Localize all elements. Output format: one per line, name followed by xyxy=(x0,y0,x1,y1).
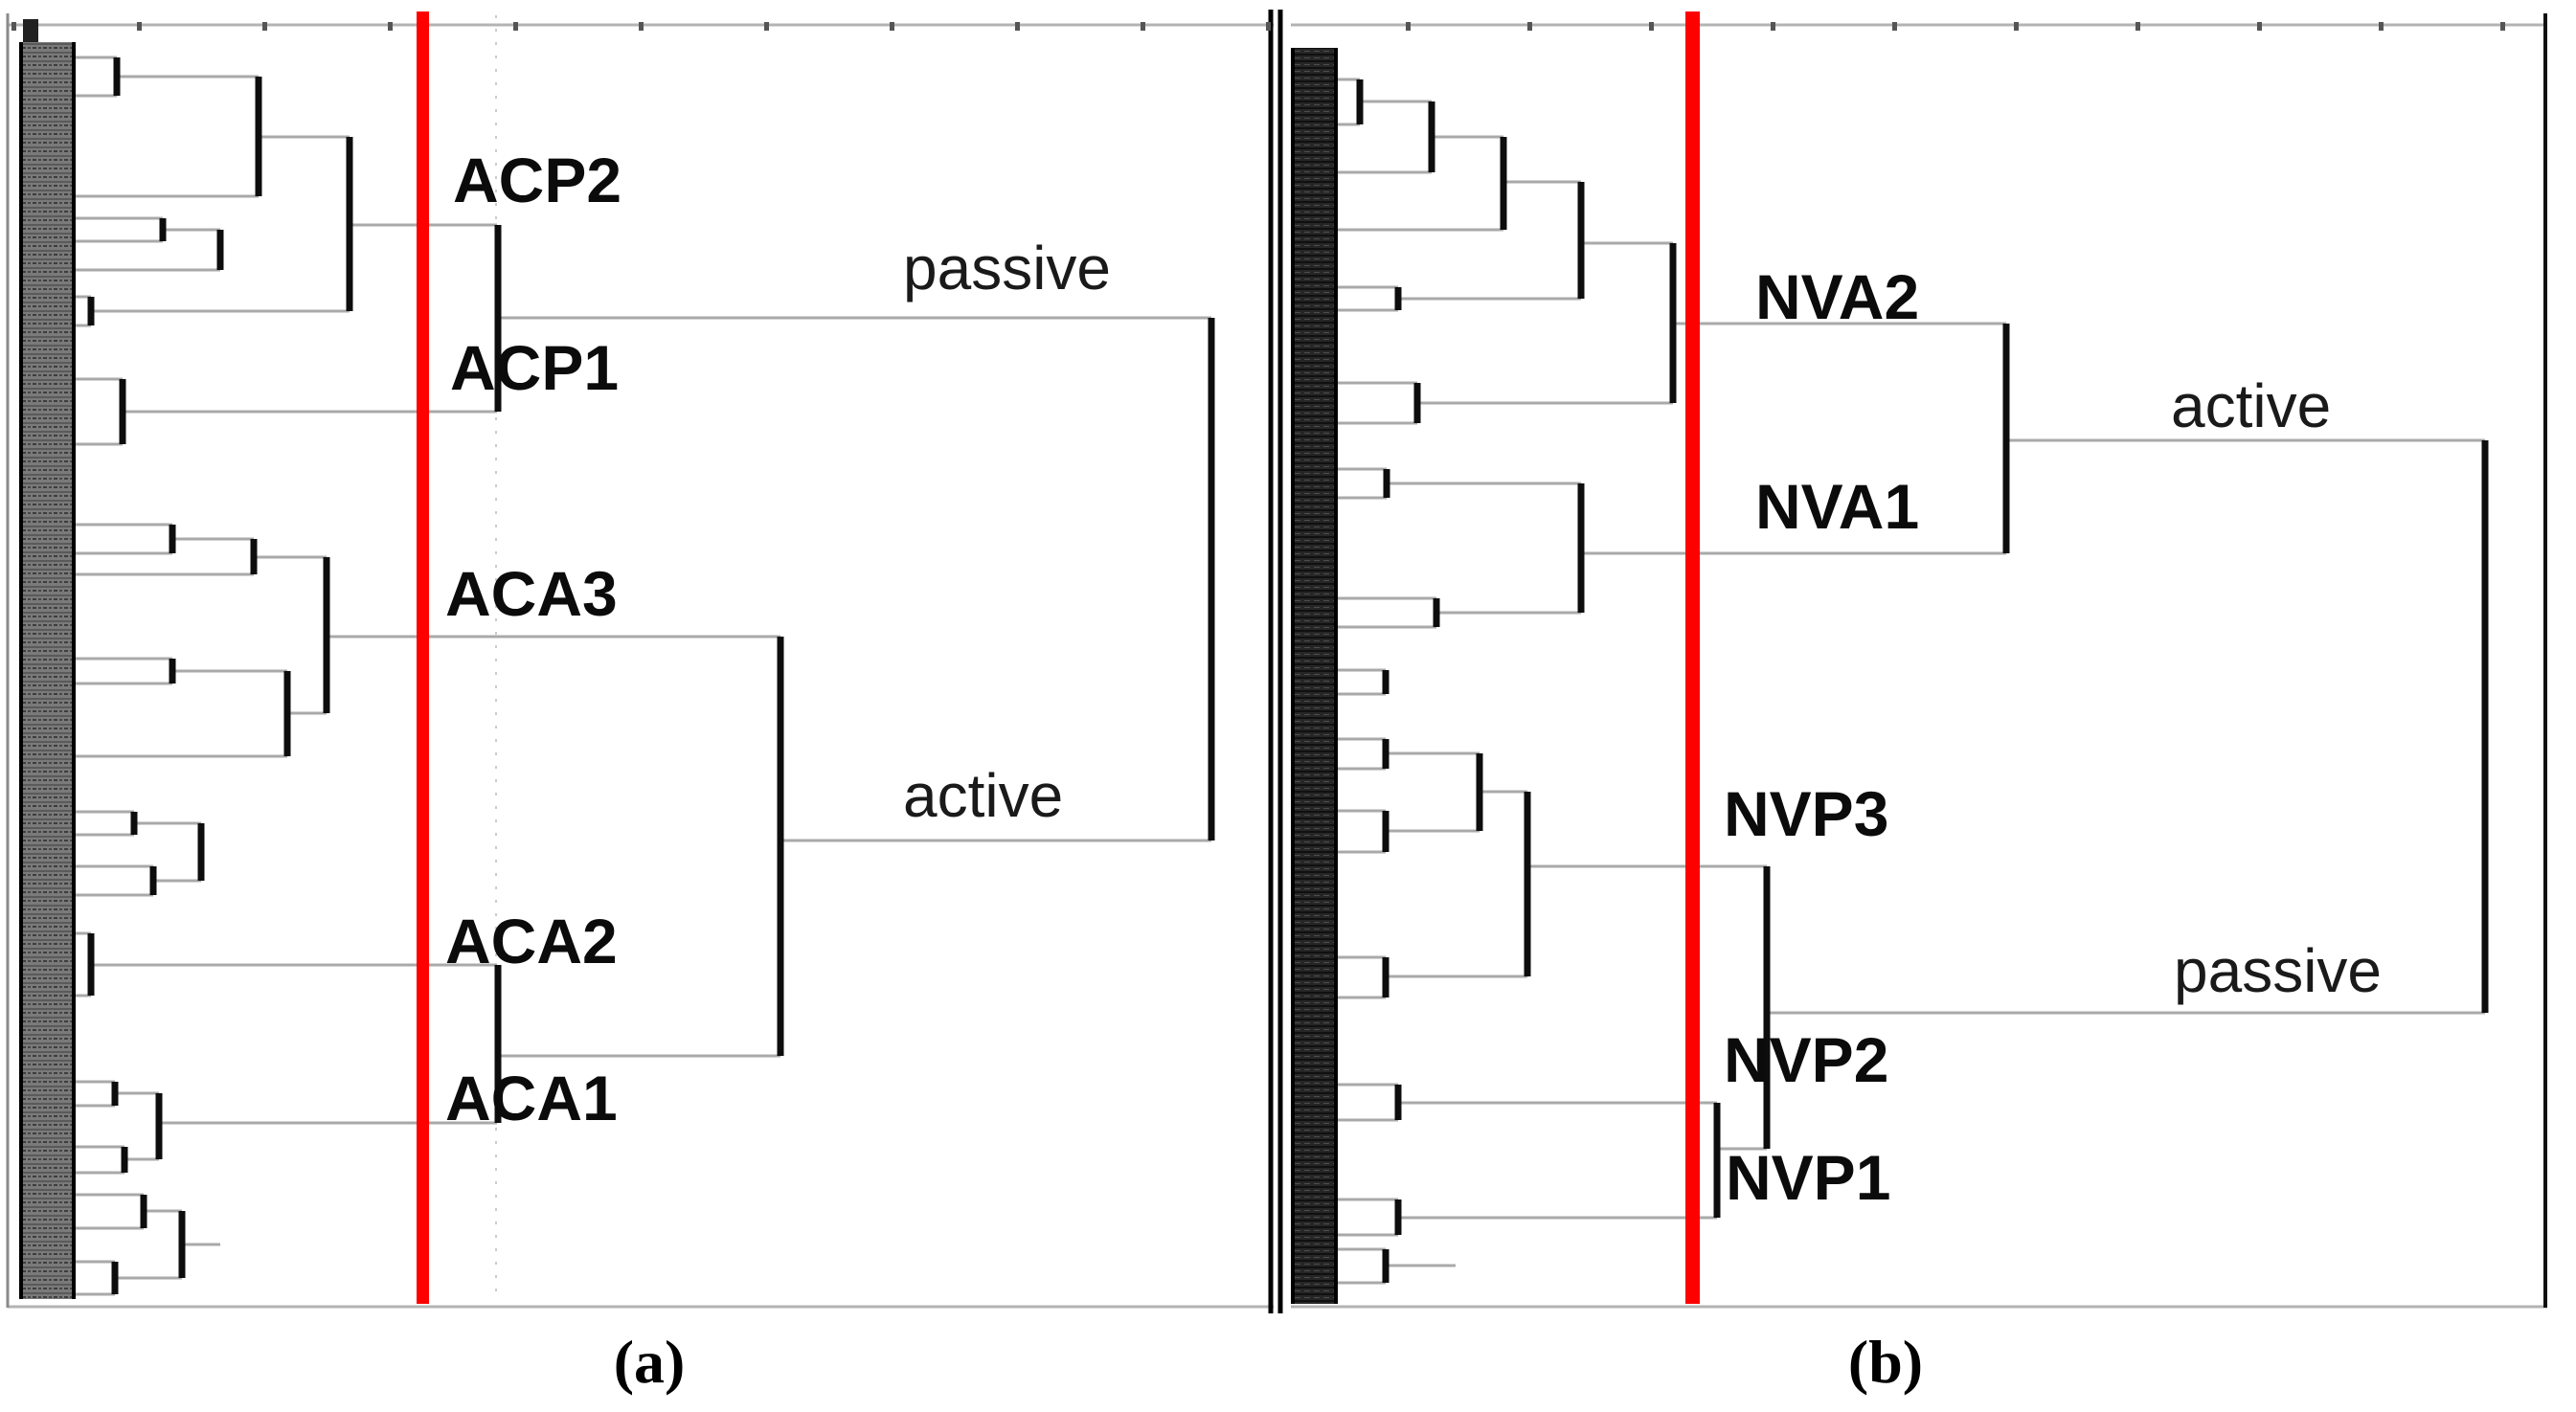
axis-tick xyxy=(639,22,644,31)
leaf-strip-a xyxy=(19,42,76,1299)
cluster-label-nvp1-b: NVP1 xyxy=(1726,1142,1890,1213)
leaf-strip-border xyxy=(19,42,23,1299)
axis-tick xyxy=(890,22,894,31)
axis-tick xyxy=(1649,22,1654,31)
axis-tick xyxy=(388,22,393,31)
cluster-label-nva1-b: NVA1 xyxy=(1755,471,1919,542)
cluster-label-aca1-a: ACA1 xyxy=(445,1063,618,1133)
cut-lines xyxy=(417,11,1700,1304)
group-annotation-active-a: active xyxy=(903,761,1063,830)
axis-tick xyxy=(11,22,16,31)
strip-corner-mark xyxy=(23,19,38,42)
axis-tick xyxy=(1892,22,1897,31)
axis-tick xyxy=(1141,22,1145,31)
plot-frames xyxy=(6,10,2547,1313)
axis-tick xyxy=(1015,22,1020,31)
axis-tick xyxy=(137,22,142,31)
leaf-strip-border xyxy=(1291,48,1295,1304)
leaf-strip-border xyxy=(1334,48,1338,1304)
cluster-label-nva2-b: NVA2 xyxy=(1755,261,1919,332)
axis-tick xyxy=(513,22,518,31)
cluster-label-nvp3-b: NVP3 xyxy=(1724,778,1888,849)
dendrogram-branches xyxy=(76,56,2489,1296)
group-annotation-active-b: active xyxy=(2171,371,2331,440)
axis-tick xyxy=(2257,22,2262,31)
axis-tick xyxy=(2379,22,2384,31)
axis-tick xyxy=(1266,22,1271,31)
axis-tick xyxy=(1771,22,1775,31)
group-annotation-passive-b: passive xyxy=(2174,936,2382,1005)
cluster-label-aca2-a: ACA2 xyxy=(445,906,618,976)
axis-tick xyxy=(1406,22,1411,31)
cluster-label-acp1-a: ACP1 xyxy=(450,332,619,403)
group-annotation-passive-a: passive xyxy=(903,234,1111,303)
cluster-label-acp2-a: ACP2 xyxy=(453,145,621,215)
axis-tick xyxy=(764,22,769,31)
leaf-label-strips xyxy=(19,19,1338,1304)
leaf-strip-b xyxy=(1291,48,1338,1304)
axis-tick xyxy=(2135,22,2140,31)
axis-tick xyxy=(2500,22,2505,31)
cluster-label-nvp2-b: NVP2 xyxy=(1724,1024,1888,1095)
caption-b: (b) xyxy=(1847,1328,1924,1396)
leaf-strip-border xyxy=(72,42,76,1299)
cluster-label-aca3-a: ACA3 xyxy=(445,558,618,629)
cut-line-b xyxy=(1685,11,1700,1304)
axis-tick xyxy=(1527,22,1532,31)
axis-tick xyxy=(262,22,267,31)
cut-line-a xyxy=(417,11,429,1304)
axis-tick xyxy=(2014,22,2019,31)
caption-a: (a) xyxy=(613,1328,686,1396)
